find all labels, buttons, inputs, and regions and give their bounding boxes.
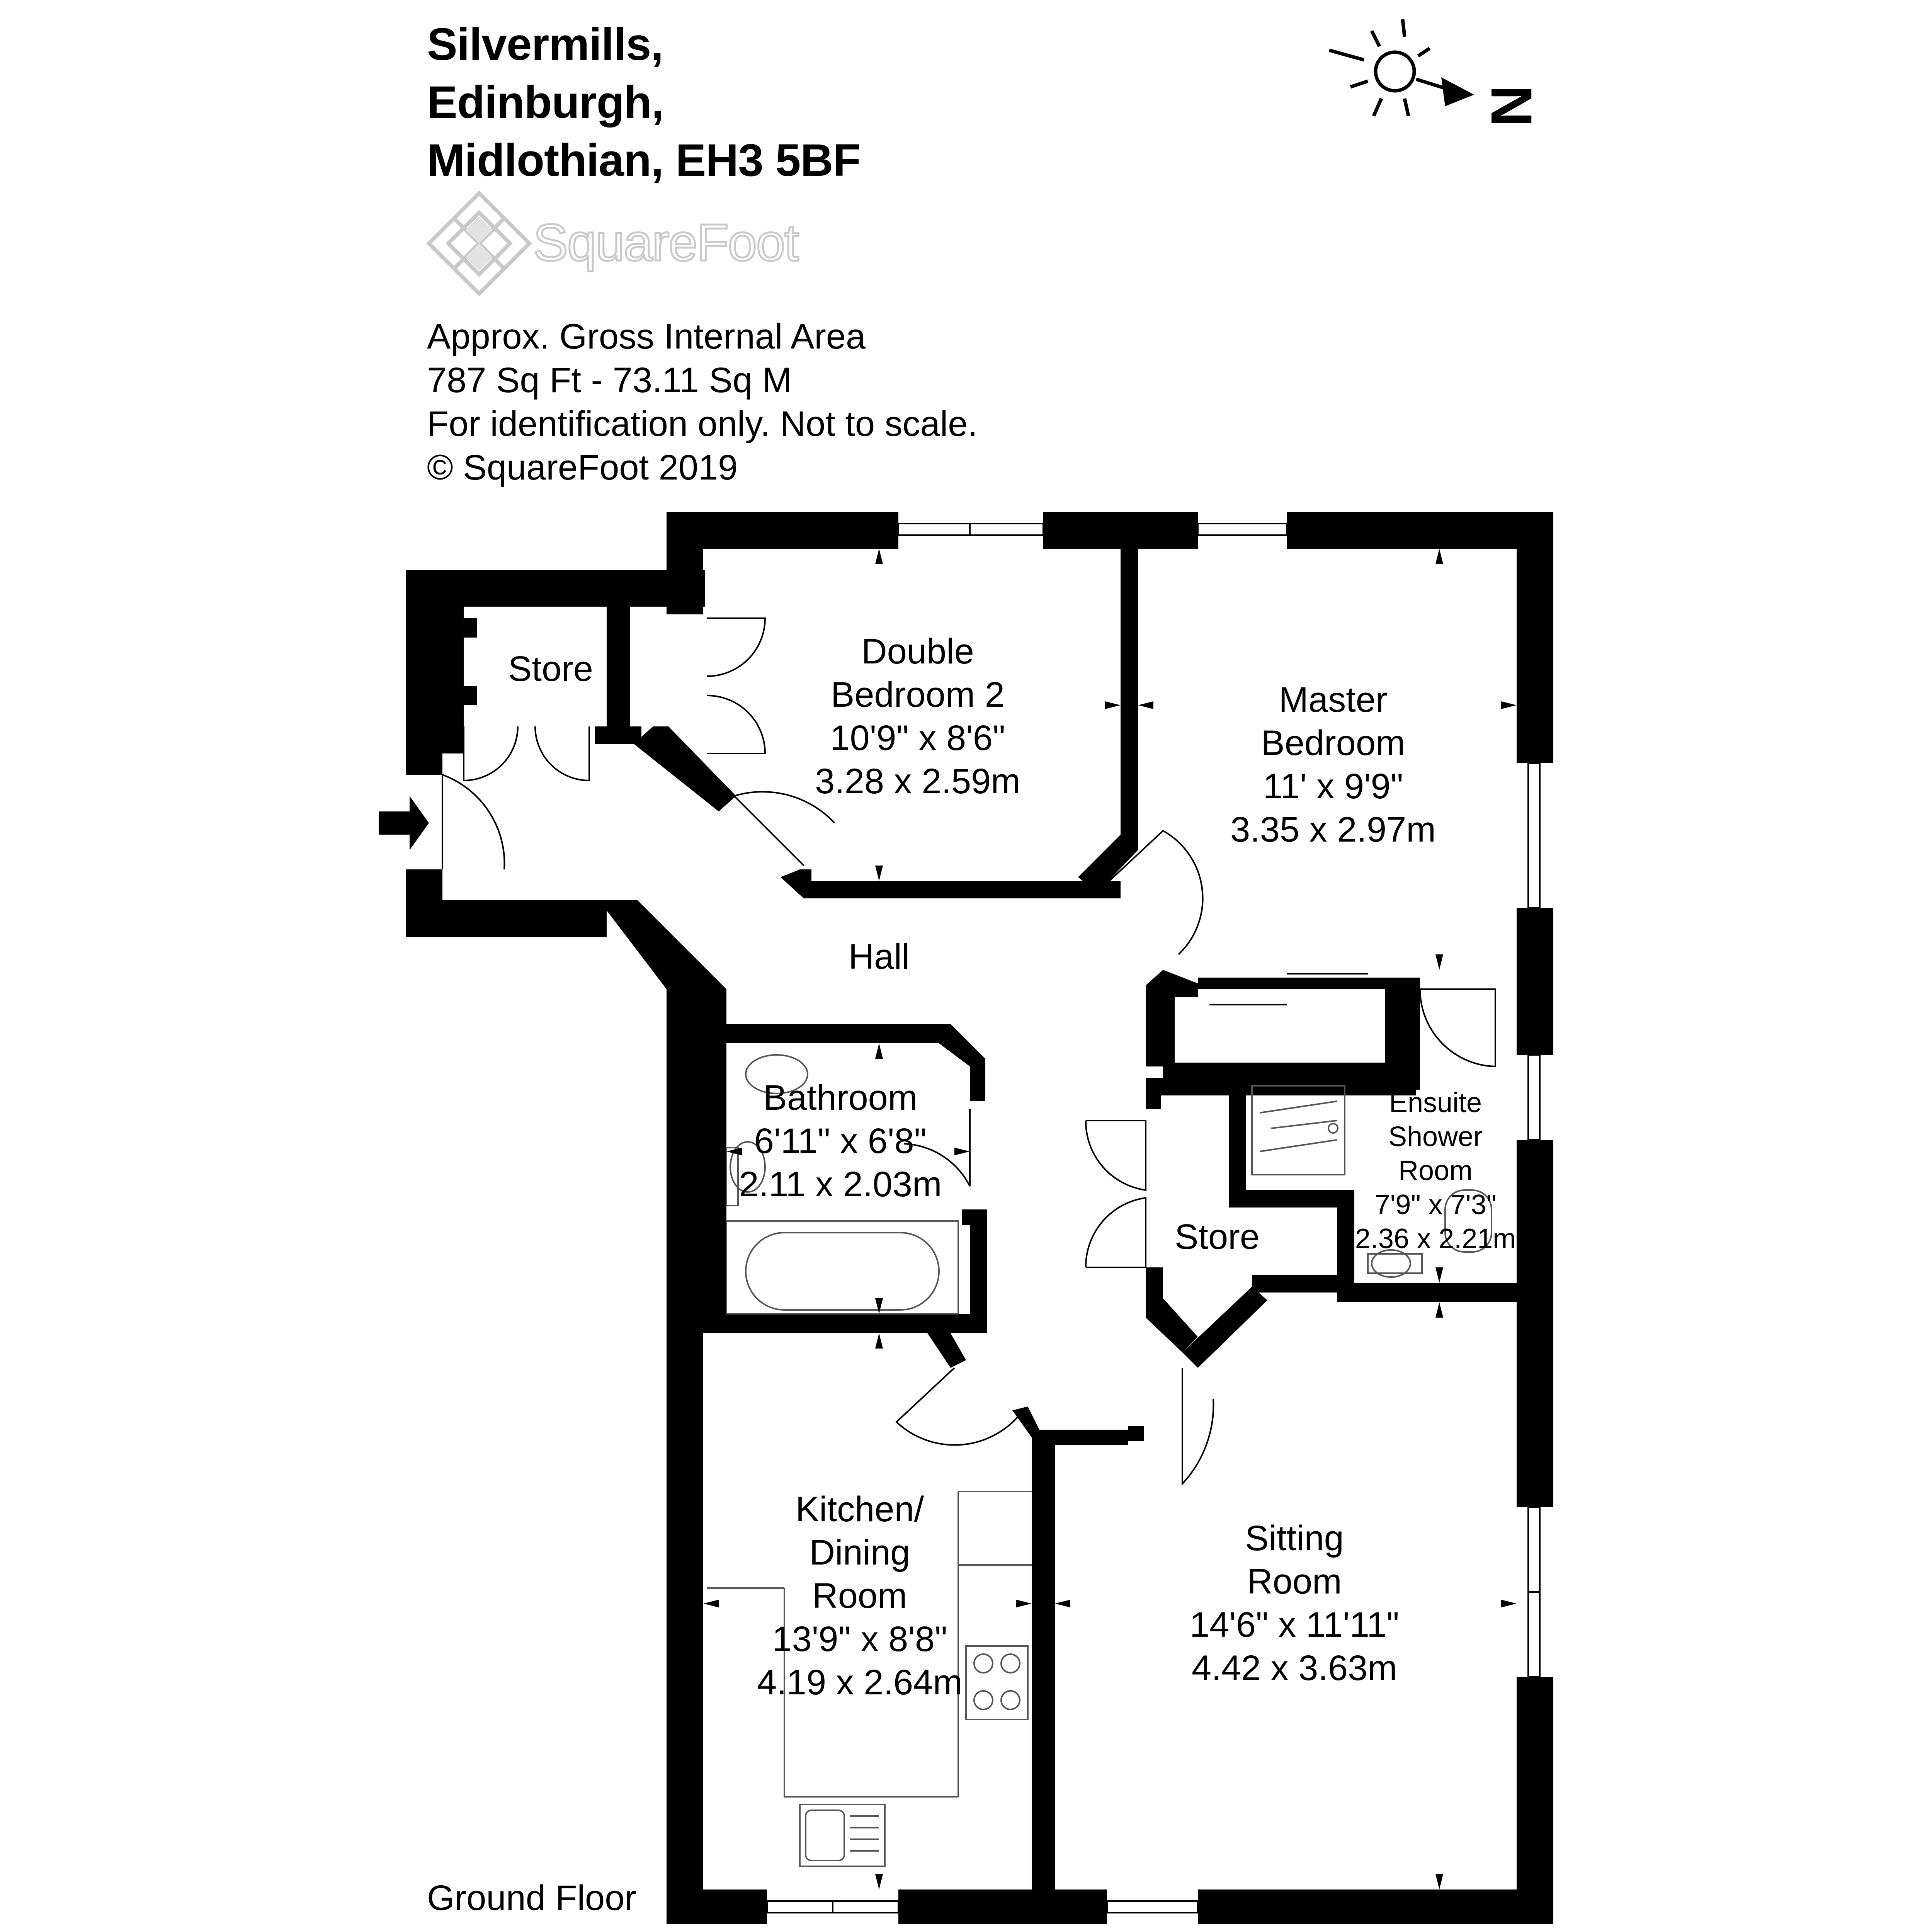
room-name-1: Master bbox=[1279, 680, 1388, 719]
room-metric: 3.35 x 2.97m bbox=[1230, 810, 1436, 849]
dimension-markers bbox=[703, 549, 1517, 1889]
area-title: Approx. Gross Internal Area bbox=[427, 317, 866, 356]
room-imperial: 6'11" x 6'8" bbox=[754, 1121, 927, 1161]
room-imperial: 14'6" x 11'11" bbox=[1189, 1605, 1400, 1645]
bath bbox=[745, 1232, 940, 1311]
room-double-bedroom-2: Double Bedroom 2 10'9" x 8'6" 3.28 x 2.5… bbox=[815, 630, 1020, 803]
room-store-hall: Store bbox=[1175, 1215, 1260, 1259]
room-hall: Hall bbox=[849, 935, 910, 978]
north-label: N bbox=[1479, 85, 1544, 127]
room-name-2: Dining bbox=[809, 1533, 910, 1572]
logo-text: SquareFoot bbox=[532, 213, 799, 273]
disclaimer: For identification only. Not to scale. bbox=[427, 404, 978, 444]
area-info: Approx. Gross Internal Area 787 Sq Ft - … bbox=[427, 315, 978, 490]
squarefoot-logo: SquareFoot bbox=[425, 189, 831, 305]
sun-north-icon: N bbox=[1328, 19, 1544, 127]
room-name-1: Sitting bbox=[1245, 1519, 1344, 1558]
address-line-2: Edinburgh, bbox=[427, 77, 664, 128]
room-imperial: 10'9" x 8'6" bbox=[830, 718, 1005, 758]
compass: N bbox=[1314, 12, 1561, 139]
room-store-entrance: Store bbox=[508, 647, 593, 690]
address-line-3: Midlothian, EH3 5BF bbox=[427, 135, 861, 186]
room-imperial: 7'9" x 7'3" bbox=[1374, 1189, 1497, 1220]
room-name-1: Double bbox=[861, 632, 974, 671]
room-name: Bathroom bbox=[763, 1078, 918, 1117]
logo-mark-icon bbox=[426, 190, 532, 297]
area-value: 787 Sq Ft - 73.11 Sq M bbox=[427, 361, 792, 400]
room-metric: 4.19 x 2.64m bbox=[757, 1663, 963, 1702]
room-name-2: Bedroom 2 bbox=[830, 675, 1005, 714]
room-metric: 2.11 x 2.03m bbox=[739, 1165, 942, 1204]
room-name-1: Ensuite bbox=[1389, 1087, 1482, 1118]
copyright: © SquareFoot 2019 bbox=[427, 448, 738, 487]
room-name-2: Shower bbox=[1388, 1121, 1483, 1152]
fixtures bbox=[707, 1054, 1492, 1867]
property-address: Silvermills, Edinburgh, Midlothian, EH3 … bbox=[427, 15, 861, 189]
room-metric: 2.36 x 2.21m bbox=[1355, 1223, 1516, 1254]
room-name: Store bbox=[508, 649, 593, 689]
room-name-3: Room bbox=[812, 1576, 907, 1616]
floor-label: Ground Floor bbox=[427, 1878, 637, 1918]
room-name: Hall bbox=[848, 937, 910, 976]
address-line-1: Silvermills, bbox=[427, 19, 663, 70]
room-metric: 4.42 x 3.63m bbox=[1192, 1648, 1397, 1688]
room-ensuite: Ensuite Shower Room 7'9" x 7'3" 2.36 x 2… bbox=[1355, 1086, 1516, 1256]
walls bbox=[406, 512, 1553, 1924]
room-kitchen-dining: Kitchen/ Dining Room 13'9" x 8'8" 4.19 x… bbox=[757, 1488, 963, 1704]
room-name-3: Room bbox=[1398, 1155, 1473, 1186]
room-sitting-room: Sitting Room 14'6" x 11'11" 4.42 x 3.63m bbox=[1190, 1517, 1399, 1690]
room-name-2: Room bbox=[1247, 1562, 1342, 1601]
room-master-bedroom: Master Bedroom 11' x 9'9" 3.35 x 2.97m bbox=[1230, 678, 1436, 851]
room-imperial: 13'9" x 8'8" bbox=[772, 1619, 947, 1659]
room-name-1: Kitchen/ bbox=[795, 1490, 924, 1529]
room-name: Store bbox=[1175, 1217, 1260, 1257]
room-bathroom: Bathroom 6'11" x 6'8" 2.11 x 2.03m bbox=[739, 1076, 942, 1206]
room-metric: 3.28 x 2.59m bbox=[815, 762, 1020, 801]
windows bbox=[766, 523, 1541, 1913]
entrance-arrow-icon bbox=[379, 796, 429, 850]
room-imperial: 11' x 9'9" bbox=[1263, 767, 1403, 806]
doors bbox=[442, 617, 1496, 1486]
room-name-2: Bedroom bbox=[1261, 723, 1405, 763]
